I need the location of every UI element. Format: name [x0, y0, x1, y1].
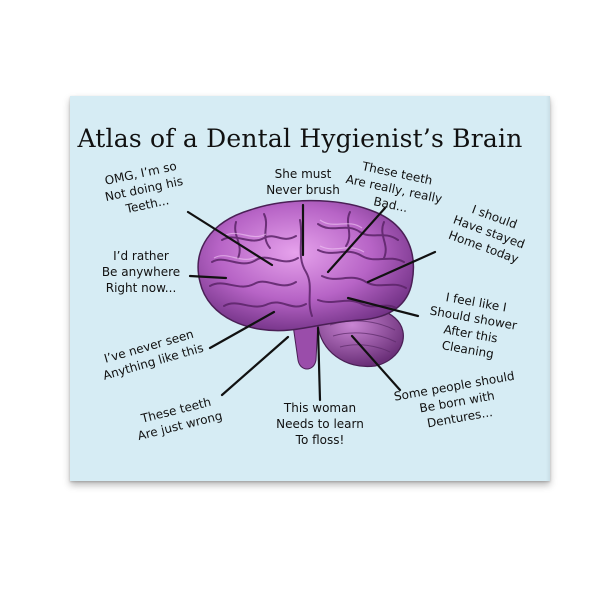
brain-folds [209, 211, 407, 317]
leader-lines [186, 203, 437, 402]
cerebrum [197, 199, 415, 332]
leader-line [186, 210, 274, 267]
leader-line [366, 250, 437, 284]
leader-line [350, 334, 402, 392]
poster-title: Atlas of a Dental Hygienist’s Brain [77, 124, 523, 153]
label-rather-be-anywhere: I’d rather Be anywhere Right now... [101, 249, 181, 295]
label-never-brush: She must Never brush [266, 167, 340, 197]
leader-line [326, 206, 387, 274]
leader-line [346, 296, 420, 318]
leader-line [188, 274, 228, 280]
leader-line [208, 310, 276, 350]
leader-line [316, 326, 322, 402]
leader-line [220, 335, 290, 397]
label-learn-to-floss: This woman Needs to learn To floss! [276, 401, 364, 447]
